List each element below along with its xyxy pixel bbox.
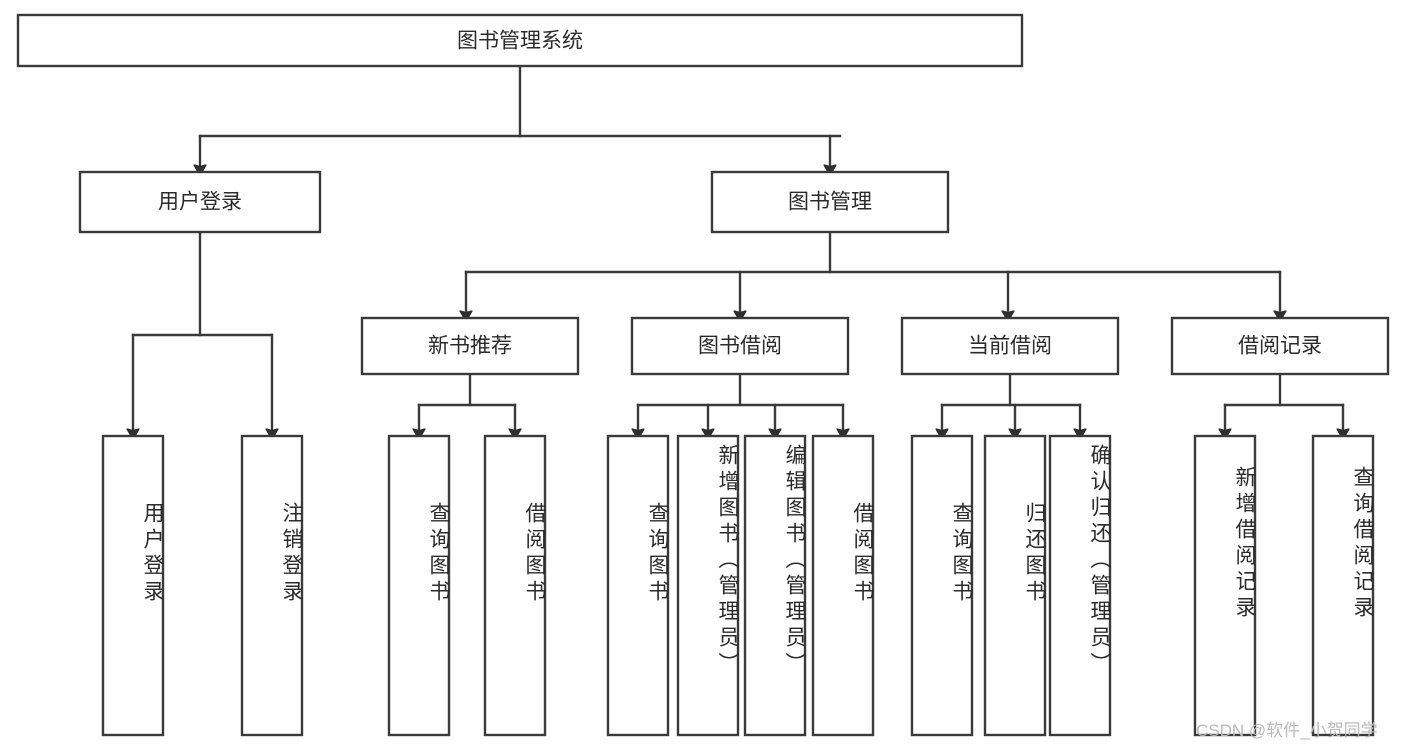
leaf-box-query-book-borrow[interactable] <box>606 434 670 737</box>
node-current-borrow-label: 当前借阅 <box>968 335 1052 358</box>
leaf-box-add-book-admin[interactable] <box>676 434 740 737</box>
leaf-box-borrow-book[interactable] <box>811 434 875 737</box>
node-layer: 图书管理系统 用户登录 图书管理 新书推荐 图书借阅 当前借阅 借阅记录 <box>16 13 1390 376</box>
connector-layer <box>133 64 1343 430</box>
leaf-box-return-book[interactable] <box>983 434 1047 737</box>
leaf-box-add-borrow-record[interactable] <box>1193 434 1257 737</box>
node-book-management-box[interactable] <box>710 170 950 234</box>
leaf-box-borrow-book-recommend[interactable] <box>483 434 547 737</box>
node-new-book-recommend-label: 新书推荐 <box>428 335 512 358</box>
csdn-watermark: CSDN @软件_小贺同学 <box>1196 721 1378 740</box>
node-book-management-label: 图书管理 <box>788 191 872 214</box>
node-user-login-box[interactable] <box>78 170 322 234</box>
node-current-borrow-box[interactable] <box>900 316 1120 376</box>
node-book-borrow-box[interactable] <box>630 316 850 376</box>
leaf-node-layer <box>101 434 1375 737</box>
leaf-box-query-borrow-record[interactable] <box>1311 434 1375 737</box>
node-borrow-record-label: 借阅记录 <box>1238 335 1322 358</box>
leaf-box-query-book-recommend[interactable] <box>387 434 451 737</box>
leaf-box-logout[interactable] <box>240 434 304 737</box>
leaf-box-query-book-current[interactable] <box>910 434 974 737</box>
node-new-book-recommend-box[interactable] <box>360 316 580 376</box>
leaf-box-user-login[interactable] <box>101 434 165 737</box>
leaf-box-edit-book-admin[interactable] <box>743 434 807 737</box>
node-borrow-record-box[interactable] <box>1170 316 1390 376</box>
node-root-label: 图书管理系统 <box>457 30 583 53</box>
node-user-login-label: 用户登录 <box>158 191 242 214</box>
node-root-box[interactable] <box>16 13 1024 68</box>
leaf-box-confirm-return-admin[interactable] <box>1048 434 1112 737</box>
node-book-borrow-label: 图书借阅 <box>698 335 782 358</box>
